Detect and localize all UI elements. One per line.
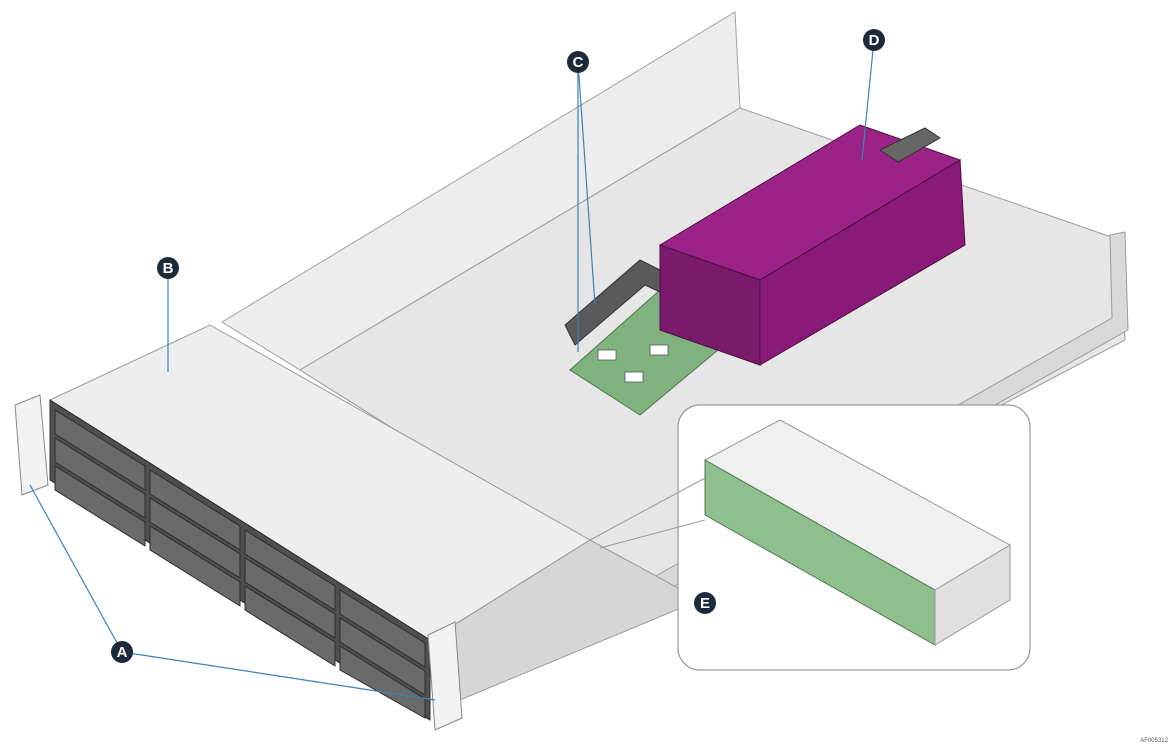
callout-c: C [567,51,589,73]
drive-bay [149,525,241,607]
drive-bay [339,589,426,668]
drive-bay [244,585,336,667]
callout-a-leader [29,484,123,653]
board-connector [597,349,617,361]
drive-bay [244,529,336,611]
callout-a: A [111,641,133,663]
callout-d-leader [861,39,875,161]
backplane-inset [589,404,1031,671]
callout-lines [29,39,875,701]
callout-a-label: A [117,644,128,661]
callout-c-label: C [573,54,584,71]
drive-bays [54,409,426,719]
drive-bay [54,437,146,519]
board-connector [649,344,669,356]
drive-bay [339,617,426,696]
drive-bay [149,497,241,579]
callout-e-label: E [700,595,710,612]
drive-bay [339,645,426,719]
callout-a-leader [121,651,436,701]
figure-id: AF005312 [1140,738,1168,744]
drive-bay [149,469,241,551]
drive-bay [54,409,146,491]
psu-front [759,159,966,366]
inset-pointer-line [589,477,706,541]
callout-c-leader [577,61,596,306]
inset-side [934,544,1011,646]
callout-e: E [694,592,716,614]
callout-d-label: D [869,32,880,49]
drive-bay [54,465,146,547]
rack-handle-right [427,621,463,731]
callout-b: B [157,257,179,279]
power-supply-module [658,124,966,366]
drive-bay [244,557,336,639]
rack-handle-left [14,394,49,496]
callout-d: D [863,29,885,51]
inset-pointer-line [599,519,706,549]
board-connector [624,371,644,383]
psu-handle [878,127,941,163]
rack-handles [14,394,463,731]
callout-b-label: B [163,260,174,277]
